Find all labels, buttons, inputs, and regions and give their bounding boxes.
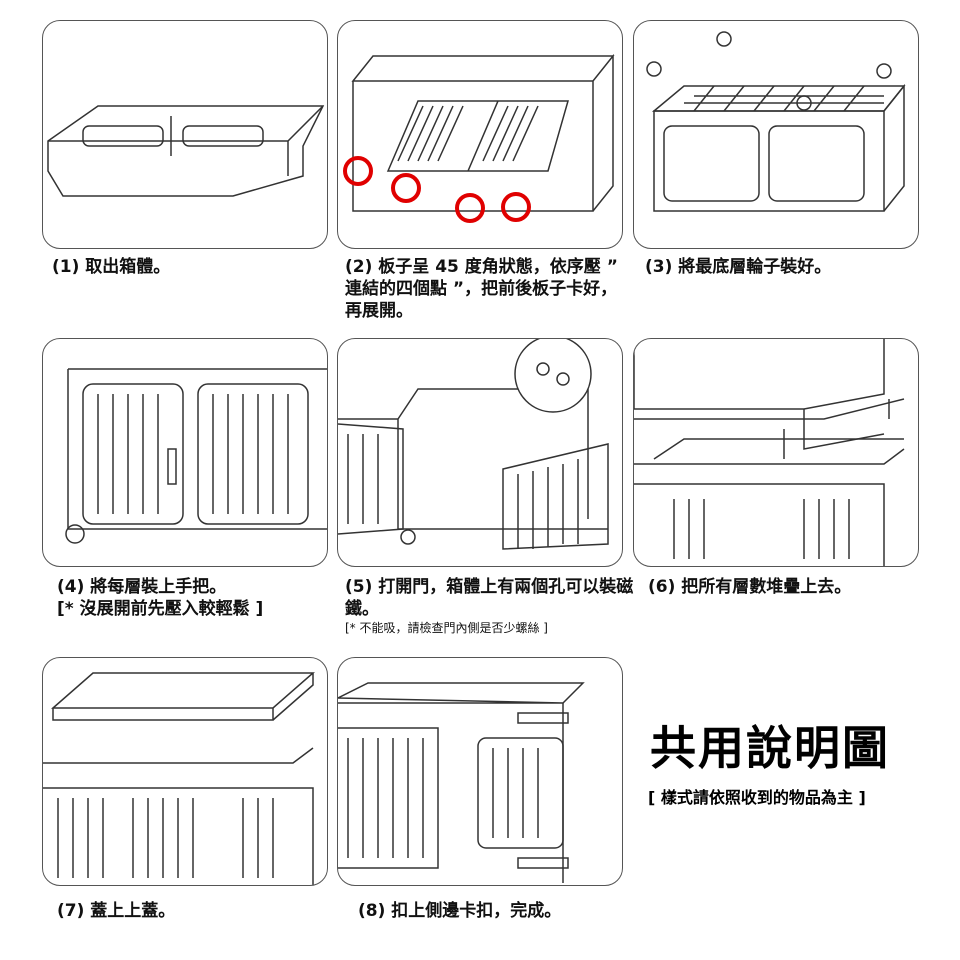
- step-6-illustration: [633, 338, 919, 567]
- step-4-text: (4) 將每層裝上手把。: [57, 577, 227, 597]
- step-4-caption: (4) 將每層裝上手把。[* 沒展開前先壓入較輕鬆 ]: [57, 576, 347, 620]
- step-1-illustration: [42, 20, 328, 249]
- step-5-text: (5) 打開門，箱體上有兩個孔可以裝磁鐵。: [345, 577, 634, 619]
- step-6-caption: (6) 把所有層數堆疊上去。: [648, 577, 852, 597]
- step-4-note: [* 沒展開前先壓入較輕鬆 ]: [57, 599, 264, 619]
- step-8-illustration: [337, 657, 623, 886]
- step-3-illustration: [633, 20, 919, 249]
- step-5-note: [* 不能吸，請檢查門內側是否少螺絲 ]: [345, 621, 548, 635]
- step-1-caption: (1) 取出箱體。: [52, 257, 171, 277]
- step-7-caption: (7) 蓋上上蓋。: [57, 901, 176, 921]
- step-8-caption: (8) 扣上側邊卡扣，完成。: [358, 901, 562, 921]
- step-4-illustration: [42, 338, 328, 567]
- step-7-illustration: [42, 657, 328, 886]
- step-5-illustration: [337, 338, 623, 567]
- step-2-illustration: [337, 20, 623, 249]
- step-3-caption: (3) 將最底層輪子裝好。: [645, 257, 832, 277]
- step-5-caption: (5) 打開門，箱體上有兩個孔可以裝磁鐵。 [* 不能吸，請檢查門內側是否少螺絲 …: [345, 576, 635, 636]
- page-subtitle: [ 樣式請依照收到的物品為主 ]: [648, 788, 866, 807]
- step-2-caption: (2) 板子呈 45 度角狀態，依序壓 ” 連結的四個點 ”，把前後板子卡好，再…: [345, 257, 618, 321]
- page-title: 共用說明圖: [650, 721, 890, 775]
